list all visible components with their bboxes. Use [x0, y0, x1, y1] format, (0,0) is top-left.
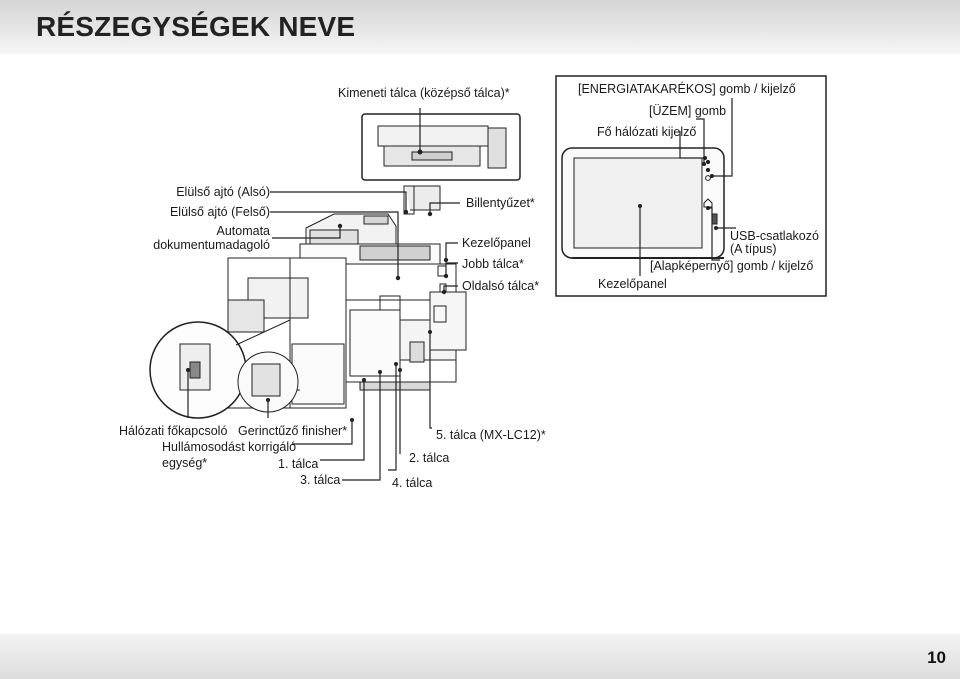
- label-tray2: 2. tálca: [409, 451, 450, 465]
- page-title: RÉSZEGYSÉGEK NEVE: [36, 11, 356, 42]
- label-tray1: 1. tálca: [278, 457, 319, 471]
- label-adf-line1: Automata: [216, 224, 270, 238]
- label-tray4: 4. tálca: [392, 476, 433, 490]
- label-energy-save: [ENERGIATAKARÉKOS] gomb / kijelző: [578, 82, 796, 96]
- label-keyboard: Billentyűzet*: [466, 196, 535, 210]
- leader-lines: [187, 98, 736, 481]
- label-home-screen: [Alapképernyő] gomb / kijelző: [650, 259, 814, 273]
- label-panel-operation: Kezelőpanel: [598, 277, 667, 291]
- output-tray-inset: [361, 108, 521, 181]
- label-right-tray: Jobb tálca*: [462, 257, 524, 271]
- label-curl-line1: Hullámosodást korrigáló: [162, 440, 297, 454]
- label-power-button: [ÜZEM] gomb: [649, 104, 727, 118]
- panel-inset: [555, 75, 827, 297]
- label-side-tray: Oldalsó tálca*: [462, 279, 540, 293]
- label-curl-line2: egység*: [162, 456, 208, 470]
- label-usb-line2: (A típus): [730, 242, 777, 256]
- label-usb-line1: USB-csatlakozó: [730, 229, 819, 243]
- label-output-tray: Kimeneti tálca (középső tálca)*: [338, 86, 510, 100]
- main-power-zoom: [149, 319, 301, 419]
- label-front-door-upper: Elülső ajtó (Felső): [169, 205, 270, 219]
- footer-band: [0, 634, 960, 679]
- label-tray5: 5. tálca (MX-LC12)*: [436, 428, 546, 442]
- page-number: 10: [927, 648, 946, 667]
- header-band: [0, 0, 960, 54]
- copier-machine: [227, 185, 467, 409]
- label-main-power-indicator: Fő hálózati kijelző: [597, 125, 697, 139]
- leader-dots: [186, 156, 718, 422]
- label-operation-panel: Kezelőpanel: [462, 236, 531, 250]
- label-main-power-switch: Hálózati főkapcsoló: [119, 424, 228, 438]
- label-tray3: 3. tálca: [300, 473, 341, 487]
- label-adf-line2: dokumentumadagoló: [153, 238, 270, 252]
- label-front-door-lower: Elülső ajtó (Alsó): [176, 185, 270, 199]
- label-saddle-finisher: Gerinctűző finisher*: [238, 424, 348, 438]
